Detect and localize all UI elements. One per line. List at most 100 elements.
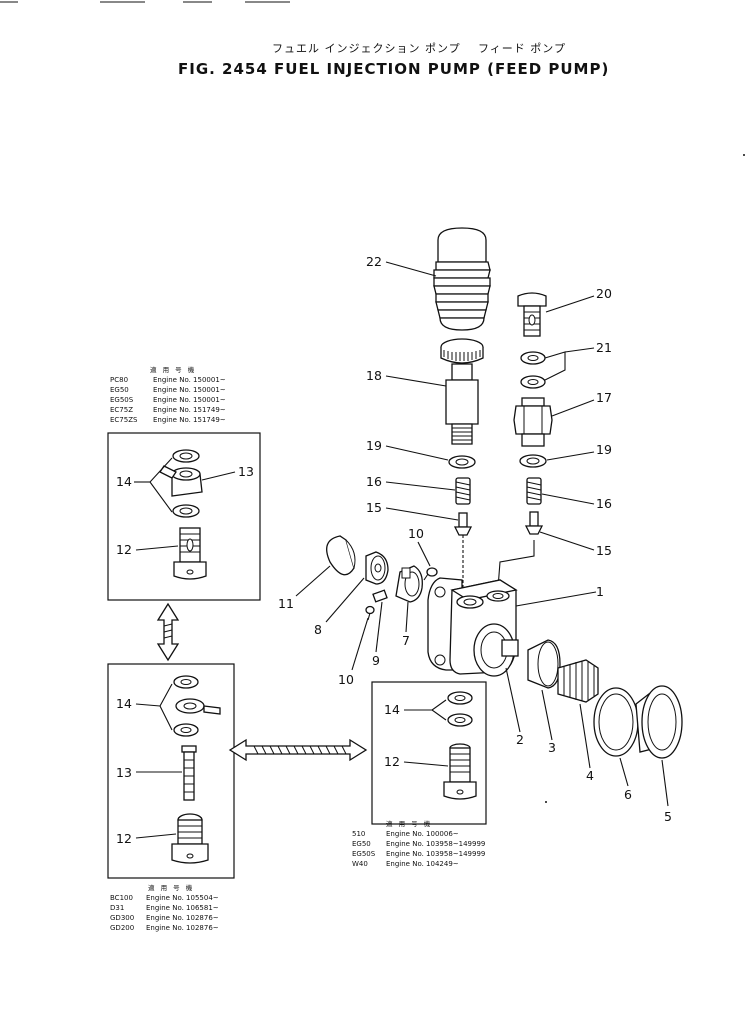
box-a-row-5-engine: Engine No. 151749~	[153, 416, 226, 424]
leader-17	[551, 399, 595, 417]
box-b-row-3-engine: Engine No. 102876~	[146, 914, 219, 922]
part-4-spring	[557, 659, 599, 703]
part-10-screw-bottom	[365, 605, 375, 621]
box-c-info: 適 用 号 機 510 Engine No. 100006~ EG50 Engi…	[352, 819, 485, 868]
leader-18	[385, 375, 447, 387]
box-b-row-4-model: GD200	[110, 924, 134, 932]
part-7-tappet	[395, 565, 423, 603]
part-15-valve-left	[453, 512, 473, 536]
callout-15-left: 15	[366, 500, 382, 515]
leader-15-left	[385, 507, 459, 521]
box-b-header: 適 用 号 機	[148, 883, 194, 892]
leader-6	[619, 757, 629, 787]
box-b-row-3-model: GD300	[110, 914, 134, 922]
box-b-leader-14	[159, 683, 173, 731]
callout-16-right: 16	[596, 496, 612, 511]
leader-3	[541, 689, 553, 741]
part-20-bolt	[517, 292, 547, 337]
part-15-valve-right	[524, 511, 544, 535]
box-a-frame	[107, 432, 261, 601]
figure-title: FIG. 2454 FUEL INJECTION PUMP (FEED PUMP…	[178, 60, 609, 78]
callout-18: 18	[366, 368, 382, 383]
callout-5: 5	[664, 809, 672, 824]
box-a-row-3-engine: Engine No. 150001~	[153, 396, 226, 404]
part-17-fitting	[513, 397, 553, 447]
part-8-roller	[365, 551, 389, 585]
leader-10-bottom	[351, 617, 369, 671]
callout-21: 21	[596, 340, 612, 355]
jp-subtitle-right: フィード ポンプ	[478, 42, 566, 55]
callout-11: 11	[278, 596, 294, 611]
box-a-row-4-model: EC75Z	[110, 406, 133, 414]
leader-2	[505, 667, 521, 733]
vertical-double-arrow	[156, 602, 180, 662]
part-5-plug	[635, 685, 683, 759]
jp-subtitle-left: フュエル インジェクション ポンプ	[272, 42, 461, 55]
box-a-leader-13	[201, 471, 236, 481]
box-c-row-1-model: 510	[352, 830, 365, 838]
box-b-callout-13: 13	[116, 765, 132, 780]
box-a-callout-14: 14	[116, 474, 132, 489]
box-c-row-2-engine: Engine No. 103958~149999	[386, 840, 485, 848]
callout-16-left: 16	[366, 474, 382, 489]
box-a-row-5-model: EC75ZS	[110, 416, 138, 424]
box-a-row-3-model: EG50S	[110, 396, 134, 404]
box-a-leader-14	[149, 457, 173, 513]
leader-10-top	[417, 541, 431, 567]
box-b-parts	[171, 675, 221, 864]
part-16-spring-left	[455, 477, 471, 505]
leader-1	[515, 591, 597, 607]
box-b-row-1-model: BC100	[110, 894, 133, 902]
box-a-row-2-model: EG50	[110, 386, 129, 394]
callout-15-right: 15	[596, 543, 612, 558]
callout-9: 9	[372, 653, 380, 668]
callout-2: 2	[516, 732, 524, 747]
box-a-header: 適 用 号 機	[150, 365, 196, 374]
box-c-row-4-model: W40	[352, 860, 368, 868]
box-b-row-1-engine: Engine No. 105504~	[146, 894, 219, 902]
callout-4: 4	[586, 768, 594, 783]
callout-10-bottom: 10	[338, 672, 354, 687]
leader-22	[385, 261, 437, 277]
box-b-frame	[107, 663, 235, 879]
box-c-row-3-engine: Engine No. 103958~149999	[386, 850, 485, 858]
part-9-pin	[372, 589, 388, 603]
callout-7: 7	[402, 633, 410, 648]
box-b-row-2-engine: Engine No. 106581~	[146, 904, 219, 912]
leader-5	[661, 759, 669, 807]
box-b-callout-12: 12	[116, 831, 132, 846]
box-a-info: 適 用 号 機 PC80 Engine No. 150001~ EG50 Eng…	[110, 365, 226, 424]
callout-17: 17	[596, 390, 612, 405]
leader-21	[544, 351, 566, 381]
callout-3: 3	[548, 740, 556, 755]
box-c-parts	[443, 691, 477, 800]
horizontal-double-arrow	[228, 738, 368, 762]
callout-10-top: 10	[408, 526, 424, 541]
box-b-info: 適 用 号 機 BC100 Engine No. 105504~ D31 Eng…	[110, 883, 219, 932]
leader-11	[295, 565, 331, 597]
box-c-row-3-model: EG50S	[352, 850, 376, 858]
part-19-washer-left-hole	[455, 458, 469, 466]
box-a-leader-12	[135, 545, 179, 551]
callout-20: 20	[596, 286, 612, 301]
callout-19-left: 19	[366, 438, 382, 453]
leader-7	[405, 601, 409, 633]
leader-16-right	[541, 493, 595, 505]
part-11-cover	[326, 535, 356, 576]
part-1-pump-body	[427, 577, 519, 677]
box-b-row-2-model: D31	[110, 904, 124, 912]
callout-8: 8	[314, 622, 322, 637]
box-a-callout-13: 13	[238, 464, 254, 479]
box-c-leader-14	[431, 699, 447, 721]
leader-19-left	[385, 445, 449, 461]
box-b-row-4-engine: Engine No. 102876~	[146, 924, 219, 932]
box-c-callout-12: 12	[384, 754, 400, 769]
part-6-gasket	[593, 687, 639, 757]
box-c-row-2-model: EG50	[352, 840, 371, 848]
part-18-piston	[440, 338, 484, 445]
callout-1: 1	[596, 584, 604, 599]
assembly-line-right	[497, 540, 535, 589]
part-16-spring-right	[526, 477, 542, 505]
